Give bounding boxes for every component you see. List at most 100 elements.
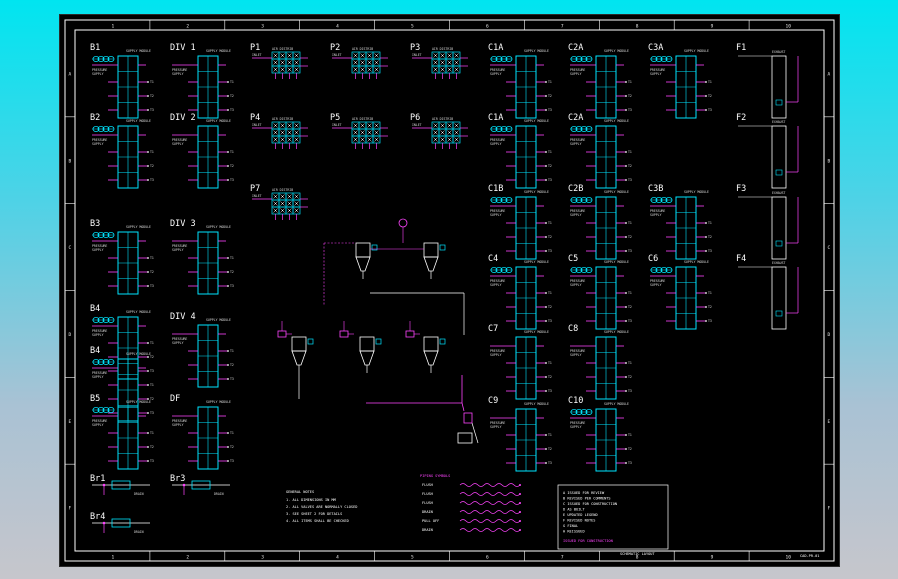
svg-text:EXHAUST: EXHAUST: [772, 120, 786, 124]
svg-text:EXHAUST: EXHAUST: [772, 261, 786, 265]
svg-text:PRESSURE: PRESSURE: [172, 138, 187, 142]
svg-text:T3: T3: [628, 249, 632, 253]
svg-text:PRESSURE: PRESSURE: [650, 279, 665, 283]
svg-text:SUPPLY MODULE: SUPPLY MODULE: [206, 119, 231, 123]
svg-text:T2: T2: [230, 270, 234, 274]
panel-label: C10: [568, 396, 583, 406]
svg-text:T1: T1: [708, 80, 712, 84]
revision-line: D AS BUILT: [563, 508, 585, 512]
svg-text:PRESSURE: PRESSURE: [172, 337, 187, 341]
svg-text:SUPPLY: SUPPLY: [172, 423, 184, 427]
row-ref-left: E: [69, 419, 72, 425]
svg-text:T1: T1: [548, 291, 552, 295]
revision-line: H REISSUED: [563, 530, 585, 534]
revision-line: E UPDATED LEGEND: [563, 513, 598, 517]
svg-text:T3: T3: [548, 108, 552, 112]
svg-text:T1: T1: [150, 80, 154, 84]
legend-title: PIPING SYMBOLS: [420, 474, 450, 478]
svg-text:INLET: INLET: [412, 53, 422, 57]
svg-text:EXHAUST: EXHAUST: [772, 191, 786, 195]
svg-text:PRESSURE: PRESSURE: [490, 209, 505, 213]
column-ref-top: 1: [111, 24, 114, 30]
column-ref-top: 8: [636, 24, 639, 30]
svg-text:T1: T1: [548, 221, 552, 225]
svg-text:SUPPLY MODULE: SUPPLY MODULE: [524, 260, 549, 264]
svg-text:T1: T1: [230, 150, 234, 154]
svg-text:T3: T3: [548, 389, 552, 393]
svg-text:T3: T3: [230, 459, 234, 463]
revision-line: B REVISED PER COMMENTS: [563, 497, 611, 501]
svg-text:SUPPLY: SUPPLY: [650, 72, 662, 76]
svg-text:SUPPLY MODULE: SUPPLY MODULE: [126, 119, 151, 123]
revision-line: A ISSUED FOR REVIEW: [563, 491, 605, 495]
svg-text:T3: T3: [628, 178, 632, 182]
svg-text:PRESSURE: PRESSURE: [92, 138, 107, 142]
panel-label: C3B: [648, 184, 663, 194]
svg-text:T3: T3: [548, 249, 552, 253]
row-ref-right: A: [828, 71, 831, 77]
svg-text:T3: T3: [230, 284, 234, 288]
svg-text:DRAIN: DRAIN: [134, 530, 144, 534]
legend-row-label: FLUSH: [422, 501, 433, 505]
svg-text:SUPPLY MODULE: SUPPLY MODULE: [206, 318, 231, 322]
panel-label: C1A: [488, 113, 503, 123]
row-ref-right: B: [828, 158, 831, 164]
svg-text:SUPPLY: SUPPLY: [490, 142, 502, 146]
panel-label: P3: [410, 43, 420, 53]
legend-row-label: FLUSH: [422, 483, 433, 487]
svg-text:SUPPLY MODULE: SUPPLY MODULE: [604, 330, 629, 334]
svg-text:T1: T1: [230, 431, 234, 435]
row-ref-right: E: [828, 419, 831, 425]
svg-text:T3: T3: [150, 411, 154, 415]
svg-text:SUPPLY: SUPPLY: [650, 213, 662, 217]
svg-text:PRESSURE: PRESSURE: [172, 68, 187, 72]
revision-block: A ISSUED FOR REVIEW B REVISED PER COMMENT…: [557, 484, 819, 558]
row-ref-left: D: [69, 332, 72, 338]
panel-label: F3: [736, 184, 746, 194]
svg-text:SUPPLY MODULE: SUPPLY MODULE: [524, 119, 549, 123]
svg-text:SUPPLY: SUPPLY: [570, 72, 582, 76]
svg-text:PRESSURE: PRESSURE: [92, 244, 107, 248]
svg-text:SUPPLY MODULE: SUPPLY MODULE: [604, 49, 629, 53]
svg-text:T2: T2: [548, 94, 552, 98]
svg-text:SUPPLY MODULE: SUPPLY MODULE: [524, 49, 549, 53]
svg-text:T1: T1: [628, 361, 632, 365]
svg-text:PRESSURE: PRESSURE: [92, 419, 107, 423]
svg-text:PRESSURE: PRESSURE: [490, 421, 505, 425]
svg-text:SUPPLY: SUPPLY: [570, 142, 582, 146]
central-process-schematic: [277, 218, 479, 444]
svg-text:T3: T3: [628, 108, 632, 112]
svg-text:SUPPLY: SUPPLY: [570, 283, 582, 287]
svg-text:T2: T2: [548, 164, 552, 168]
svg-text:SUPPLY MODULE: SUPPLY MODULE: [206, 225, 231, 229]
svg-text:T1: T1: [230, 349, 234, 353]
svg-text:T2: T2: [628, 235, 632, 239]
panel-label: C5: [568, 254, 578, 264]
svg-text:T1: T1: [150, 383, 154, 387]
svg-text:SUPPLY: SUPPLY: [92, 423, 104, 427]
svg-text:AIR DISTRIB: AIR DISTRIB: [352, 117, 373, 121]
legend-row-label: DRAIN: [422, 510, 433, 514]
svg-text:SUPPLY: SUPPLY: [92, 248, 104, 252]
svg-text:T1: T1: [708, 291, 712, 295]
svg-text:SUPPLY MODULE: SUPPLY MODULE: [524, 330, 549, 334]
svg-text:PRESSURE: PRESSURE: [570, 349, 585, 353]
svg-text:T2: T2: [628, 375, 632, 379]
svg-text:SUPPLY MODULE: SUPPLY MODULE: [684, 49, 709, 53]
panel-label: C2A: [568, 43, 583, 53]
row-ref-right: F: [828, 506, 831, 512]
legend-row-label: FLUSH: [422, 492, 433, 496]
